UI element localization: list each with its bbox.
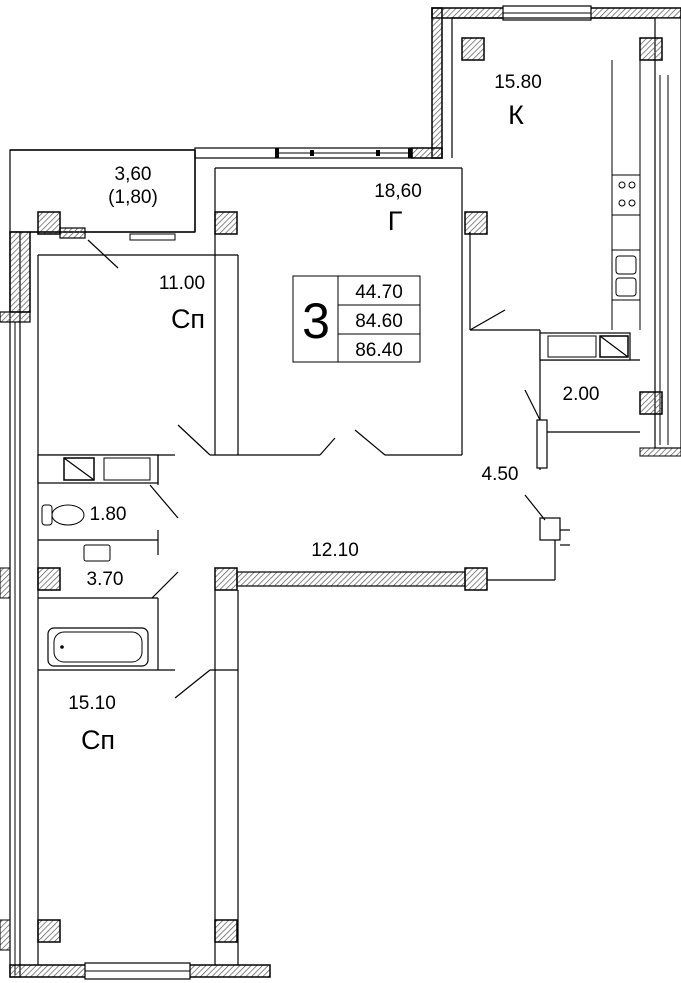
exterior-walls bbox=[0, 5, 681, 980]
bathroom-fixtures bbox=[41, 457, 151, 667]
total-area: 84.60 bbox=[355, 311, 403, 332]
rooms-count: 3 bbox=[302, 293, 330, 349]
bedroom-bottom-code: Сп bbox=[81, 725, 115, 755]
bedroom-top-code: Сп bbox=[171, 304, 205, 334]
balcony-area: 3,60 bbox=[115, 164, 152, 185]
entrance-area: 4.50 bbox=[482, 464, 519, 485]
area-summary-box: 3 44.70 84.60 86.40 bbox=[292, 275, 421, 363]
bath-area: 3.70 bbox=[87, 569, 124, 590]
room-labels: 15.80 К 18,60 Г 3,60 (1,80) 11.00 Сп 15.… bbox=[68, 72, 599, 755]
wc-area: 1.80 bbox=[90, 504, 127, 525]
kitchen-code: К bbox=[508, 100, 524, 130]
living-area-total: 44.70 bbox=[355, 282, 403, 303]
storage-area: 2.00 bbox=[563, 384, 600, 405]
bedroom-top-area: 11.00 bbox=[159, 273, 205, 294]
doors bbox=[87, 239, 546, 699]
balcony-area-reduced: (1,80) bbox=[108, 187, 158, 208]
bedroom-bottom-area: 15.10 bbox=[68, 693, 116, 714]
total-area-with-balcony: 86.40 bbox=[355, 340, 403, 361]
living-code: Г bbox=[388, 206, 403, 236]
interior-walls bbox=[30, 17, 655, 965]
kitchen-area: 15.80 bbox=[494, 72, 542, 93]
living-area: 18,60 bbox=[374, 181, 422, 202]
hall-area: 12.10 bbox=[311, 540, 359, 561]
kitchen-fixtures bbox=[539, 60, 641, 361]
